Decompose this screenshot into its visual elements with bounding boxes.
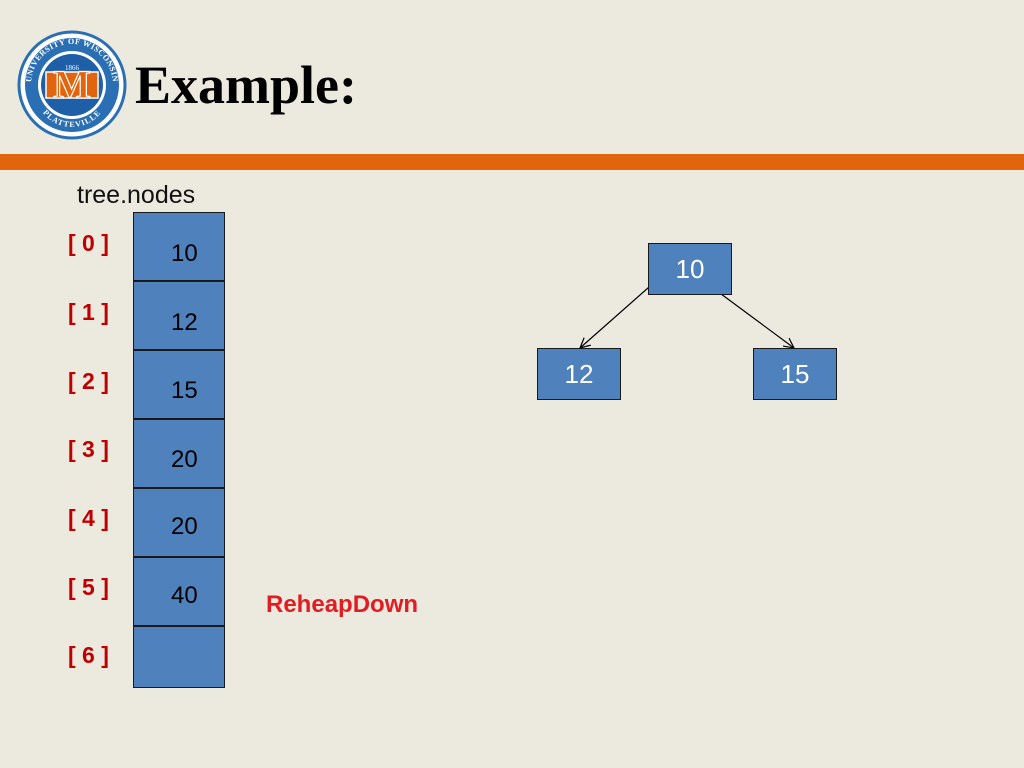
svg-text:M: M [53, 62, 91, 107]
array-cell-value: 12 [171, 309, 198, 336]
array-cell-value: 20 [171, 513, 198, 540]
array-cell-value: 15 [171, 377, 198, 404]
svg-text:1866: 1866 [65, 64, 80, 72]
edge-root-right [716, 290, 794, 348]
array-cell [133, 626, 225, 688]
array-cell: 10 [133, 212, 225, 281]
array-index: [ 2 ] [68, 368, 109, 394]
operation-label: ReheapDown [266, 591, 419, 618]
header-divider [0, 154, 1024, 170]
array-cell: 20 [133, 488, 225, 557]
array-cell-value: 20 [171, 446, 198, 473]
array-cell-value: 40 [171, 582, 198, 609]
university-seal-logo: UNIVERSITY OF WISCONSIN PLATTEVILLE M 18… [17, 30, 127, 140]
array-index: [ 1 ] [68, 299, 109, 325]
array-index: [ 3 ] [68, 436, 109, 462]
array-cell: 20 [133, 419, 225, 488]
tree-node-left: 12 [537, 348, 621, 400]
array-index: [ 5 ] [68, 574, 109, 600]
array-index: [ 4 ] [68, 505, 109, 531]
array-index: [ 0 ] [68, 230, 109, 256]
array-cell: 15 [133, 350, 225, 419]
array-index: [ 6 ] [68, 642, 109, 668]
slide-title: Example: [135, 55, 357, 115]
array-cell: 12 [133, 281, 225, 350]
edge-root-left [580, 279, 658, 348]
array-label: tree.nodes [77, 181, 196, 209]
tree-node-root: 10 [648, 243, 732, 295]
array-cell: 40 [133, 557, 225, 626]
array-cell-value: 10 [171, 240, 198, 267]
tree-node-right: 15 [753, 348, 837, 400]
